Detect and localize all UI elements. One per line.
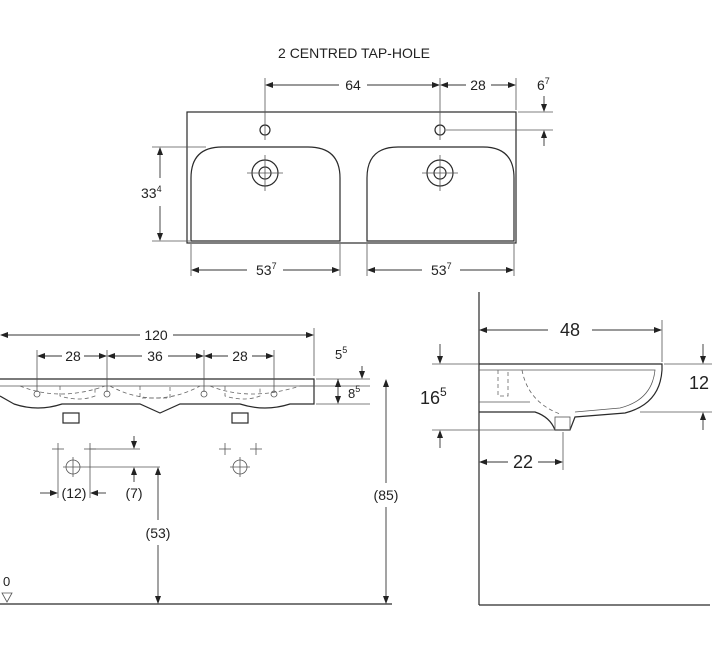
dim-tap-spacing: 64 — [345, 77, 361, 93]
dim-a: 28 — [65, 348, 81, 364]
dim-rim-side: 12 — [689, 373, 709, 393]
dim-width-front: 120 — [144, 327, 168, 343]
floor-label: 0 — [3, 574, 10, 589]
dim-tap-edge: 28 — [470, 77, 486, 93]
dim-c: 28 — [232, 348, 248, 364]
dim-depth-side: 48 — [560, 320, 580, 340]
basin-profile-side — [479, 363, 663, 431]
dim-height-front: 85 — [348, 384, 360, 401]
drain-left-icon — [247, 155, 283, 191]
bowl-left-top — [190, 146, 341, 242]
floor-marker-icon — [1, 592, 13, 603]
dim-bowl-left: 537 — [256, 261, 277, 278]
basin-outline-top — [186, 111, 517, 244]
drawing-title: 2 CENTRED TAP-HOLE — [278, 45, 430, 61]
dim-rim-front: 55 — [335, 345, 347, 362]
waste-outlet-right-icon — [231, 412, 249, 424]
side-view: 48 165 12 22 — [420, 292, 712, 606]
dim-waste-spacing: (12) — [62, 485, 87, 501]
tap-hole-left-icon — [259, 120, 271, 140]
dim-waste-height: (53) — [146, 525, 171, 541]
tap-hole-right-icon — [434, 120, 446, 140]
dim-total-height: (85) — [374, 487, 399, 503]
dim-waste-side: 22 — [513, 452, 533, 472]
top-view: 64 28 67 334 537 — [141, 76, 553, 278]
dim-tap-back: 67 — [537, 76, 550, 93]
dim-depth-top: 334 — [141, 184, 162, 201]
drain-right-icon — [422, 155, 458, 191]
dim-height-side: 165 — [420, 385, 447, 408]
bowl-right-top — [366, 146, 515, 242]
dim-bowl-right: 537 — [431, 261, 452, 278]
waste-outlet-left-icon — [62, 412, 80, 424]
basin-outline-front — [0, 378, 315, 414]
front-view: 120 28 36 28 55 85 — [0, 327, 399, 605]
dim-b: 36 — [147, 348, 163, 364]
dim-waste-drop: (7) — [125, 485, 142, 501]
